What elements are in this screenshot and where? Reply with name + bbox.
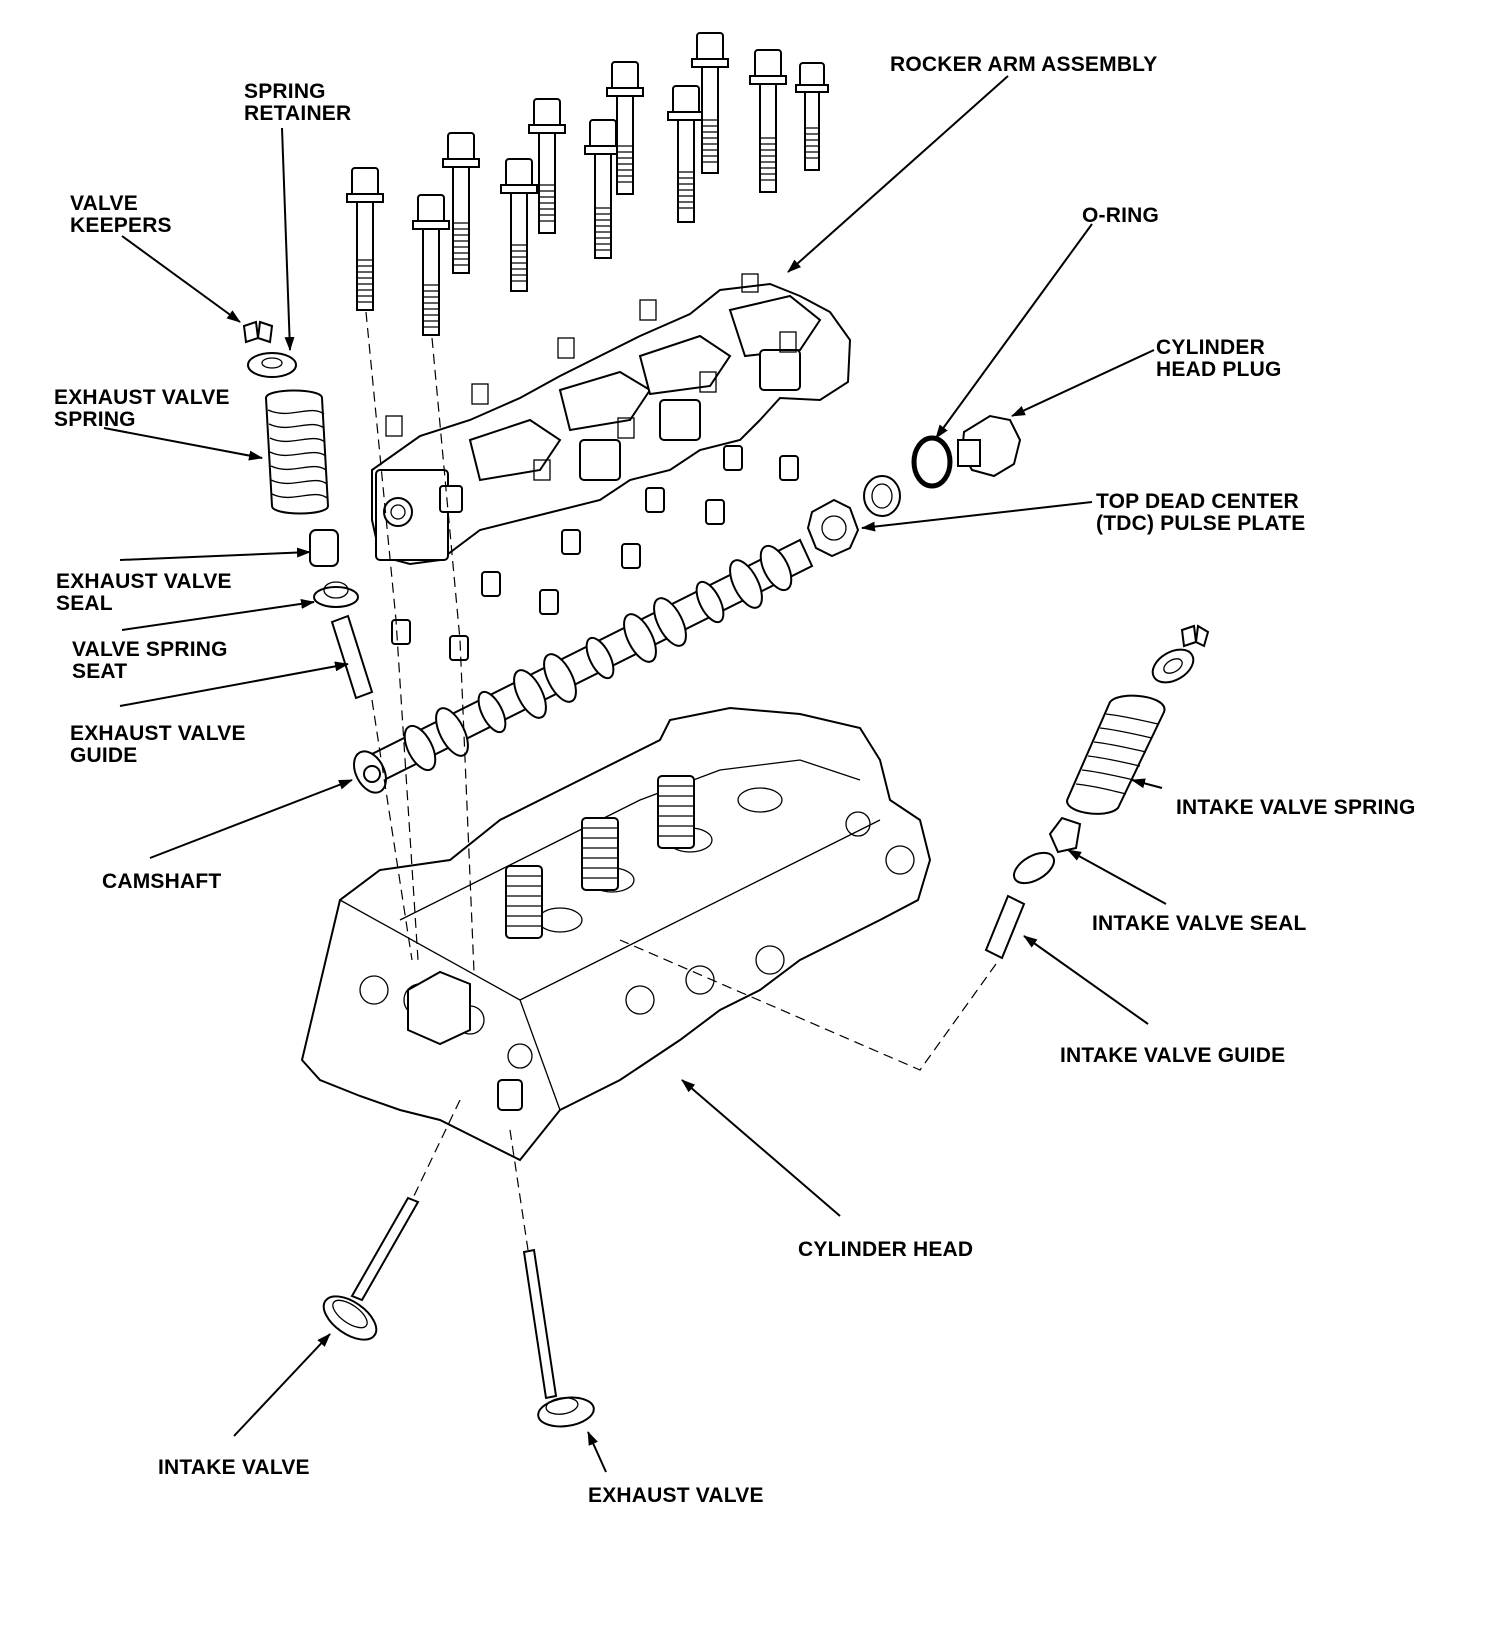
head-bolt xyxy=(749,49,787,193)
camshaft xyxy=(353,538,814,794)
o-ring xyxy=(911,435,953,489)
label-exhaust-valve-spring-line1: EXHAUST VALVE xyxy=(54,386,230,409)
head-bolt xyxy=(412,194,450,336)
exhaust-valve-spring xyxy=(264,389,330,515)
label-valve-spring-seat-line2: SEAT xyxy=(72,660,127,683)
head-bolt xyxy=(795,62,829,171)
label-intake-valve: INTAKE VALVE xyxy=(158,1456,310,1479)
label-rocker-arm-assembly: ROCKER ARM ASSEMBLY xyxy=(890,53,1158,76)
head-bolt xyxy=(500,158,538,292)
label-spring-retainer-line2: RETAINER xyxy=(244,102,351,125)
intake-valve-spring-seat xyxy=(1013,851,1055,885)
head-bolt xyxy=(528,98,566,234)
tdc-pulse-plate xyxy=(806,498,860,558)
label-tdc-pulse-plate-line1: TOP DEAD CENTER xyxy=(1096,490,1299,513)
rocker-arm-assembly xyxy=(371,273,852,566)
label-exhaust-valve-spring-line2: SPRING xyxy=(54,408,136,431)
labels: ROCKER ARM ASSEMBLY SPRING RETAINER VALV… xyxy=(54,53,1416,1507)
label-exhaust-valve-seal-line1: EXHAUST VALVE xyxy=(56,570,232,593)
intake-spring-retainer xyxy=(1151,648,1195,684)
intake-valve-guide xyxy=(984,894,1026,960)
label-intake-valve-spring: INTAKE VALVE SPRING xyxy=(1176,796,1416,819)
label-cylinder-head-plug-line1: CYLINDER xyxy=(1156,336,1265,359)
head-bolt xyxy=(442,132,480,274)
label-valve-keepers-line1: VALVE xyxy=(70,192,138,215)
exhaust-valve-part xyxy=(522,1248,595,1428)
cylinder-head xyxy=(300,706,932,1162)
label-o-ring: O-RING xyxy=(1082,204,1159,227)
intake-valve-part xyxy=(322,1196,420,1341)
spring-retainer xyxy=(247,352,297,378)
label-intake-valve-seal: INTAKE VALVE SEAL xyxy=(1092,912,1307,935)
label-exhaust-valve-seal-line2: SEAL xyxy=(56,592,113,615)
exhaust-valve-guide xyxy=(330,614,374,700)
label-exhaust-valve-guide-line1: EXHAUST VALVE xyxy=(70,722,246,745)
valve-keepers xyxy=(242,320,274,344)
alignment-lines xyxy=(365,311,997,1251)
head-bolt xyxy=(346,167,384,311)
head-bolt xyxy=(667,85,705,223)
label-valve-spring-seat-line1: VALVE SPRING xyxy=(72,638,228,661)
label-intake-valve-guide: INTAKE VALVE GUIDE xyxy=(1060,1044,1285,1067)
intake-valve-keepers xyxy=(1180,624,1210,648)
leader-lines xyxy=(103,75,1167,1473)
head-bolt xyxy=(606,61,644,195)
rocker-shaft-pins xyxy=(391,445,799,661)
head-bolt xyxy=(584,119,622,259)
label-exhaust-valve-guide-line2: GUIDE xyxy=(70,744,138,767)
exhaust-valve-seal xyxy=(309,529,339,567)
valve-spring-seat xyxy=(313,581,359,608)
head-bolt xyxy=(691,32,729,174)
label-spring-retainer-line1: SPRING xyxy=(244,80,326,103)
label-tdc-pulse-plate-line2: (TDC) PULSE PLATE xyxy=(1096,512,1306,535)
installed-valve-springs xyxy=(505,775,695,939)
label-valve-keepers-line2: KEEPERS xyxy=(70,214,172,237)
cylinder-head-plug xyxy=(957,414,1022,478)
camshaft-seal xyxy=(863,475,901,517)
intake-valve-spring xyxy=(1066,694,1166,815)
head-bolts xyxy=(346,32,829,336)
intake-valve-seal xyxy=(1048,816,1082,854)
label-exhaust-valve: EXHAUST VALVE xyxy=(588,1484,764,1507)
label-cylinder-head-plug-line2: HEAD PLUG xyxy=(1156,358,1281,381)
label-cylinder-head: CYLINDER HEAD xyxy=(798,1238,973,1261)
label-camshaft: CAMSHAFT xyxy=(102,870,221,893)
